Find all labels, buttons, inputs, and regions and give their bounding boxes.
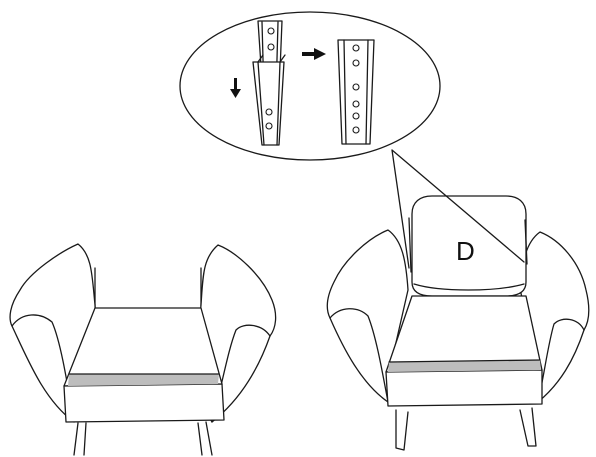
- right-chair-front-leg-left: [395, 409, 409, 451]
- right-chair-seat-band: [388, 360, 541, 372]
- part-label: D: [456, 236, 475, 266]
- arrow-right-icon: [302, 48, 326, 60]
- arrow-down-icon: [230, 78, 241, 98]
- left-chair-back-bracket: [94, 267, 202, 309]
- left-chair-front-leg-left: [73, 422, 87, 456]
- bracket-assembled: [337, 39, 375, 145]
- magnifier-ellipse: [179, 11, 441, 161]
- chair-without-backrest: [9, 243, 277, 456]
- bracket-insertion: [252, 20, 286, 146]
- backrest-bracket-left: [408, 217, 412, 273]
- right-chair-seat-front: [385, 369, 543, 407]
- left-chair-seat-front: [63, 383, 225, 423]
- callout-pointer-lines: [391, 149, 525, 269]
- lower-bracket: [252, 61, 285, 146]
- backrest-cushion: [411, 195, 527, 297]
- right-chair-front-leg-right: [519, 407, 537, 447]
- backrest-bracket-right: [524, 219, 528, 265]
- left-chair-front-leg-right: [197, 421, 213, 456]
- assembled-bracket: [337, 39, 375, 145]
- chair-with-backrest: D: [326, 195, 590, 451]
- left-chair-seat-band: [68, 374, 219, 386]
- detail-callout: [179, 11, 525, 269]
